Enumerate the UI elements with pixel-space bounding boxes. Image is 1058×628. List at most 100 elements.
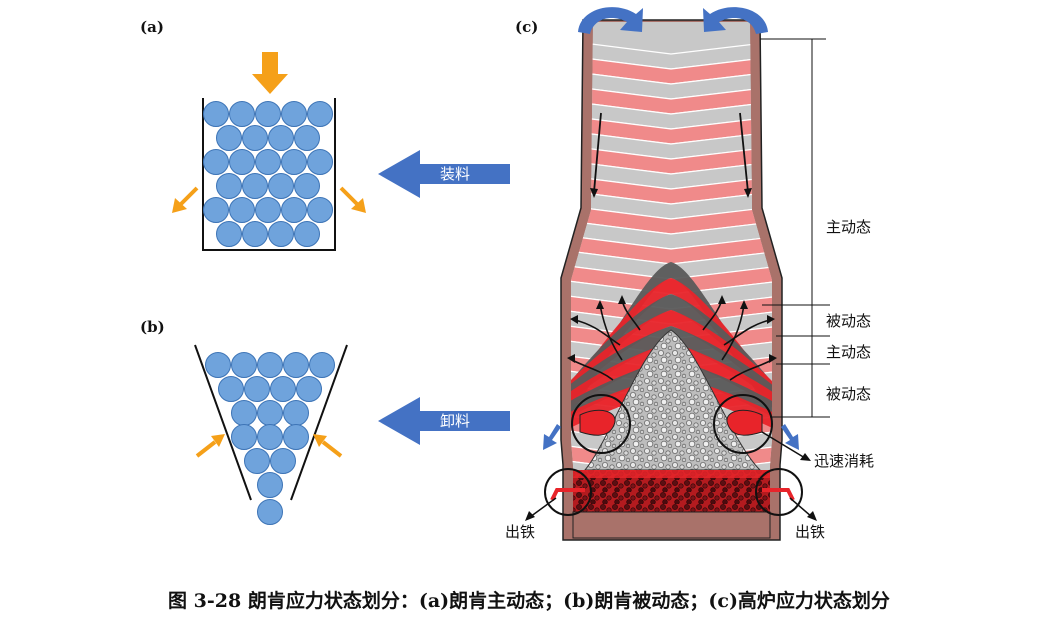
iron-stream-left [550, 488, 585, 501]
zone-label-passive-1: 被动态 [826, 312, 871, 330]
descent-arrowhead-right [744, 188, 752, 198]
gas-flow-path [574, 319, 621, 346]
particle [229, 197, 255, 223]
raceway-right [726, 409, 763, 436]
gas-flow-path [723, 319, 771, 346]
particle [244, 376, 270, 402]
particle [257, 424, 283, 450]
particle [268, 221, 294, 247]
discharging-arrow [378, 397, 510, 445]
particle [270, 448, 296, 474]
particle [309, 352, 335, 378]
rapid-consumption-label: 迅速消耗 [814, 452, 874, 470]
particle [203, 149, 229, 175]
iron-stream-right [762, 488, 795, 501]
particle [281, 101, 307, 127]
particle [283, 352, 309, 378]
zone-label-active-2: 主动态 [826, 343, 871, 361]
discharging-arrow-label: 卸料 [440, 412, 470, 430]
tapping-right-label: 出铁 [795, 523, 825, 541]
raceway-circle-right [713, 394, 773, 454]
hopper-right-wall [290, 344, 348, 501]
particle [216, 125, 242, 151]
charging-arrow-label: 装料 [440, 165, 470, 183]
gas-flow-path [599, 304, 623, 361]
rapid-consumption-pointer [761, 431, 806, 459]
side-flow-arrow-left [543, 424, 561, 450]
descent-arrowhead-left [590, 188, 598, 198]
panel-b-label: (b) [140, 318, 165, 336]
panel-c-furnace: 迅速消耗 出铁 出铁 [505, 7, 874, 541]
rapid-consumption-arrowhead [800, 453, 811, 461]
tapping-left-label: 出铁 [505, 523, 535, 541]
panel-a: 装料 [172, 52, 510, 251]
zone-label-active-1: 主动态 [826, 218, 871, 236]
tapping-left-arrowhead [525, 511, 535, 521]
left-outward-arrow [178, 186, 199, 207]
gas-flow-arrowhead [769, 354, 777, 363]
particle [268, 125, 294, 151]
figure-caption: 图 3-28 朗肯应力状态划分：(a)朗肯主动态；(b)朗肯被动态；(c)高炉应… [168, 590, 890, 612]
gas-flow-path [729, 359, 773, 381]
zone-dimension-lines [760, 38, 830, 418]
right-inward-arrow [321, 440, 343, 458]
furnace-burden [571, 22, 772, 512]
gas-flow-arrowhead [567, 354, 575, 363]
left-inward-arrowhead [211, 434, 225, 447]
charging-arrow [378, 150, 510, 198]
particle [242, 173, 268, 199]
taphole-circle-right [755, 468, 803, 516]
hearth-bottom [572, 511, 771, 539]
tapping-right-pointer [789, 497, 813, 518]
side-flow-arrow-right [781, 424, 799, 450]
particle [244, 448, 270, 474]
particle [281, 149, 307, 175]
particle [294, 221, 320, 247]
particle [281, 197, 307, 223]
hopper-left-wall [194, 344, 252, 501]
panel-b: 卸料 [194, 344, 510, 525]
particle [257, 499, 283, 525]
particle [255, 197, 281, 223]
particle [268, 173, 294, 199]
gas-flow-arrowhead [767, 315, 775, 324]
particle [218, 376, 244, 402]
bin-balls [203, 101, 333, 247]
hopper-balls [205, 352, 335, 525]
gas-flow-arrowhead [570, 315, 578, 324]
particle [283, 400, 309, 426]
particle [307, 197, 333, 223]
particle [296, 376, 322, 402]
particle [270, 376, 296, 402]
particle [231, 400, 257, 426]
particle [205, 352, 231, 378]
gas-flow-path [721, 304, 745, 361]
tapping-left-pointer [529, 497, 557, 518]
panel-c-label: (c) [515, 18, 538, 36]
gas-flow-arrowhead [618, 295, 626, 304]
particle [231, 424, 257, 450]
top-flow-arrow-right [703, 7, 768, 34]
particle [255, 101, 281, 127]
particle [203, 197, 229, 223]
left-outward-arrowhead [172, 198, 187, 213]
top-flow-arrow-left [578, 7, 643, 34]
gas-flow-arrowhead [740, 300, 748, 309]
right-outward-arrow [339, 186, 360, 207]
load-down-arrow [252, 52, 288, 94]
raceway-left [579, 409, 616, 436]
right-inward-arrowhead [313, 434, 327, 447]
particle [307, 101, 333, 127]
particle [257, 472, 283, 498]
raceway-circle-left [571, 394, 631, 454]
particle [294, 173, 320, 199]
particle [283, 424, 309, 450]
gas-flow-path [571, 359, 614, 381]
descent-arrow-right [739, 112, 749, 193]
hearth-liquid [573, 470, 772, 478]
particle [229, 149, 255, 175]
panel-a-label: (a) [140, 18, 164, 36]
particle [229, 101, 255, 127]
tapping-right-arrowhead [807, 511, 817, 521]
